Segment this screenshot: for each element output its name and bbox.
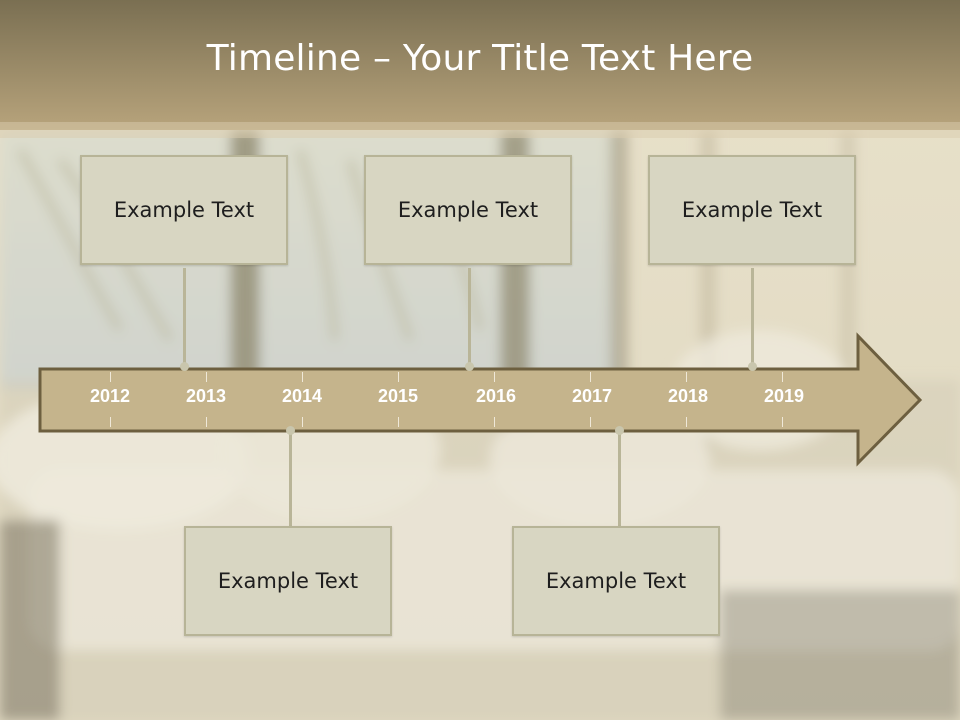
year-label-2014: 2014 [281,386,323,406]
year-tick [782,372,783,382]
year-tick [590,372,591,382]
year-tick [398,417,399,427]
event-box-bottom-1[interactable]: Example Text [184,526,392,636]
year-tick [206,417,207,427]
year-label-2012: 2012 [89,386,131,406]
year-tick [494,417,495,427]
event-text: Example Text [397,198,539,222]
event-box-top-1[interactable]: Example Text [80,155,288,265]
connector-top-2 [468,268,471,366]
event-box-bottom-2[interactable]: Example Text [512,526,720,636]
year-tick [590,417,591,427]
event-box-top-2[interactable]: Example Text [364,155,572,265]
year-tick [686,372,687,382]
connector-top-1 [183,268,186,366]
connector-bottom-2 [618,430,621,526]
year-label-2016: 2016 [475,386,517,406]
connector-dot [286,426,295,435]
connector-dot [180,362,189,371]
year-tick [110,417,111,427]
event-text: Example Text [545,569,687,593]
connector-dot [465,362,474,371]
connector-dot [615,426,624,435]
year-tick [302,372,303,382]
year-tick [110,372,111,382]
year-tick [302,417,303,427]
year-tick [782,417,783,427]
event-text: Example Text [681,198,823,222]
connector-dot [748,362,757,371]
year-tick [398,372,399,382]
year-label-2015: 2015 [377,386,419,406]
connector-bottom-1 [289,430,292,526]
event-box-top-3[interactable]: Example Text [648,155,856,265]
year-label-2013: 2013 [185,386,227,406]
slide-title: Timeline – Your Title Text Here [206,38,754,79]
connector-top-3 [751,268,754,366]
year-tick [206,372,207,382]
event-text: Example Text [217,569,359,593]
year-label-2018: 2018 [667,386,709,406]
year-label-2017: 2017 [571,386,613,406]
year-tick [494,372,495,382]
year-tick [686,417,687,427]
event-text: Example Text [113,198,255,222]
year-label-2019: 2019 [763,386,805,406]
